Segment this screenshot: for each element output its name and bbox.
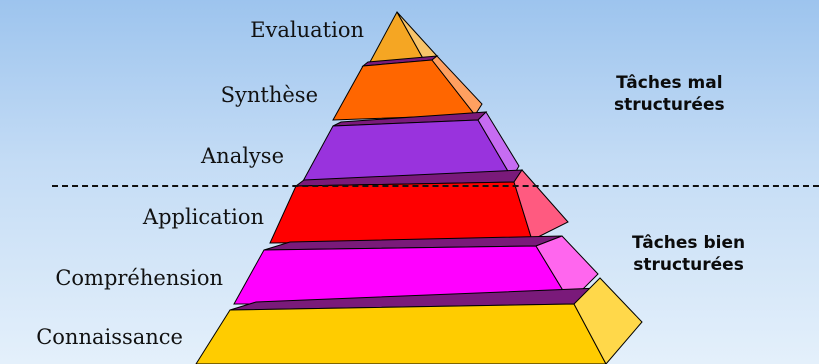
level-synthese-side <box>431 55 483 116</box>
level-connaissance-front <box>195 303 607 364</box>
group-well-structured: Tâches bien structurées <box>632 232 745 276</box>
label-synthese: Synthèse <box>220 83 318 107</box>
group-ill-structured-line1: Tâches mal <box>616 73 723 93</box>
level-synthese-front <box>332 59 476 121</box>
group-well-structured-line1: Tâches bien <box>632 233 746 253</box>
level-application-side <box>513 169 569 241</box>
label-connaissance: Connaissance <box>36 325 183 349</box>
level-comprehension-side <box>535 235 599 303</box>
group-well-structured-line2: structurées <box>633 255 744 275</box>
level-application-front <box>269 181 533 244</box>
group-ill-structured: Tâches mal structurées <box>614 72 725 116</box>
label-analyse: Analyse <box>201 144 284 168</box>
structure-divider-line <box>52 185 819 187</box>
label-application: Application <box>142 205 264 229</box>
group-ill-structured-line2: structurées <box>614 95 725 115</box>
label-evaluation: Evaluation <box>250 18 364 42</box>
level-connaissance-side <box>573 277 643 364</box>
label-comprehension: Compréhension <box>55 266 223 290</box>
level-analyse-side <box>477 111 520 179</box>
